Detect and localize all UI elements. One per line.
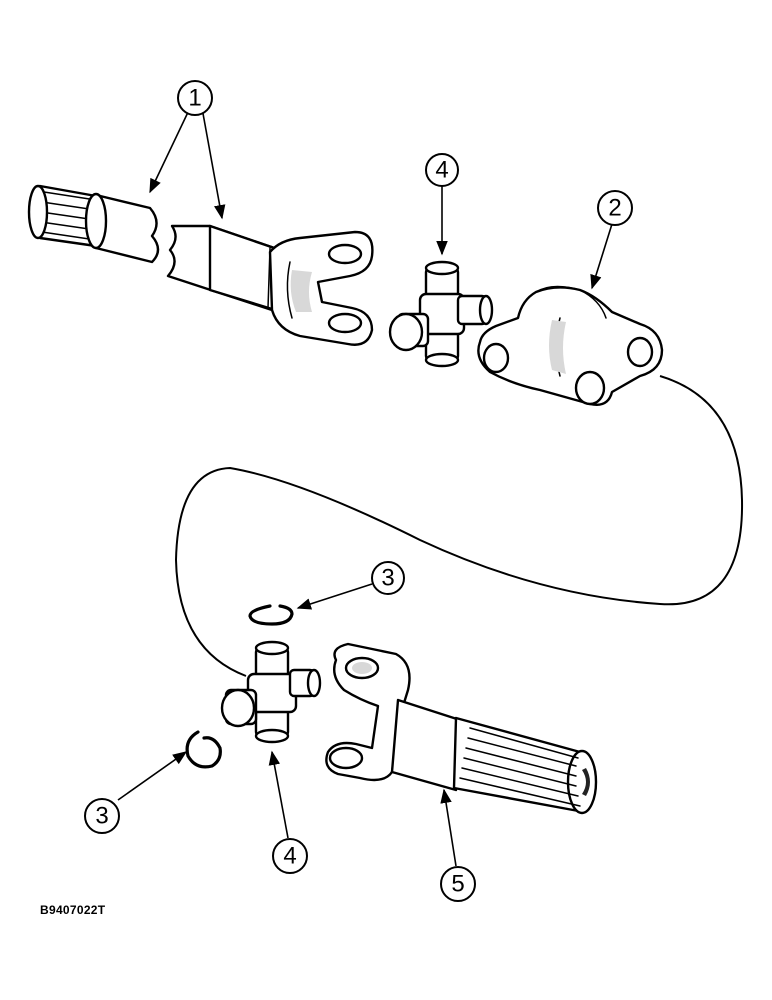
- upper-yoke: [268, 230, 374, 346]
- callout-3-upper: 3: [371, 561, 405, 595]
- svg-text:4: 4: [435, 157, 448, 184]
- svg-text:3: 3: [381, 565, 394, 592]
- svg-text:4: 4: [283, 843, 296, 870]
- callout-5: 5: [440, 866, 476, 902]
- svg-text:3: 3: [95, 803, 108, 830]
- upper-snap-ring: [248, 604, 294, 626]
- svg-text:1: 1: [188, 85, 201, 112]
- upper-shaft: [27, 184, 288, 314]
- figure-id-label: B9407022T: [40, 903, 106, 917]
- callout-2: 2: [597, 190, 633, 226]
- callout-4-upper: 4: [425, 153, 459, 187]
- shaft-guard: [477, 285, 664, 406]
- assembly-path-loop: [174, 375, 744, 677]
- leader-lines: [117, 107, 613, 867]
- callout-3-lower: 3: [84, 798, 120, 834]
- lower-u-joint-cross: [220, 640, 322, 744]
- upper-u-joint-cross: [388, 260, 494, 368]
- callout-1: 1: [177, 80, 213, 116]
- lower-snap-ring: [185, 730, 222, 769]
- svg-text:2: 2: [608, 195, 621, 222]
- lower-yoke-shaft: [325, 642, 598, 815]
- svg-text:5: 5: [451, 871, 464, 898]
- callout-4-lower: 4: [272, 838, 308, 874]
